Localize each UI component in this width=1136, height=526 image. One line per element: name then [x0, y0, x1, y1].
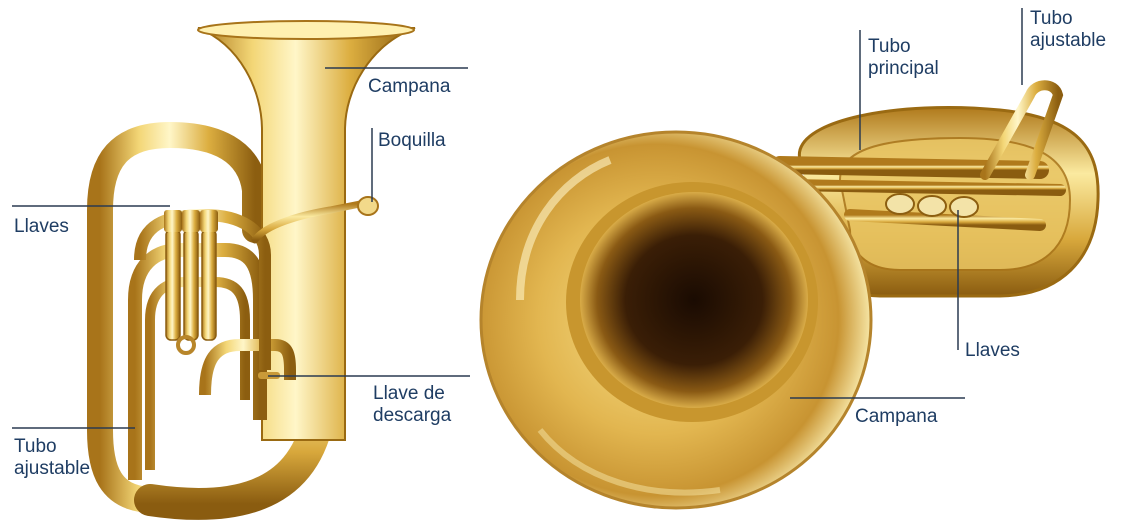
label-llave-descarga-line1: Llave de — [373, 383, 451, 405]
label-tubo-ajustable-left: Tubo ajustable — [14, 436, 90, 480]
label-tubo-ajustable-right-line1: Tubo — [1030, 8, 1106, 30]
label-llaves-right: Llaves — [965, 340, 1020, 362]
label-llave-descarga-line2: descarga — [373, 405, 451, 427]
label-boquilla: Boquilla — [378, 130, 446, 152]
right-euphonium — [481, 85, 1098, 508]
label-llave-descarga: Llave de descarga — [373, 383, 451, 427]
label-tubo-ajustable-right: Tubo ajustable — [1030, 8, 1106, 52]
label-tubo-principal: Tubo principal — [868, 36, 939, 80]
label-tubo-ajustable-left-line1: Tubo — [14, 436, 90, 458]
label-tubo-principal-line1: Tubo — [868, 36, 939, 58]
label-campana-left: Campana — [368, 76, 450, 98]
label-tubo-ajustable-right-line2: ajustable — [1030, 30, 1106, 52]
label-campana-right: Campana — [855, 406, 937, 428]
label-tubo-principal-line2: principal — [868, 58, 939, 80]
label-llaves-left: Llaves — [14, 216, 69, 238]
label-tubo-ajustable-left-line2: ajustable — [14, 458, 90, 480]
